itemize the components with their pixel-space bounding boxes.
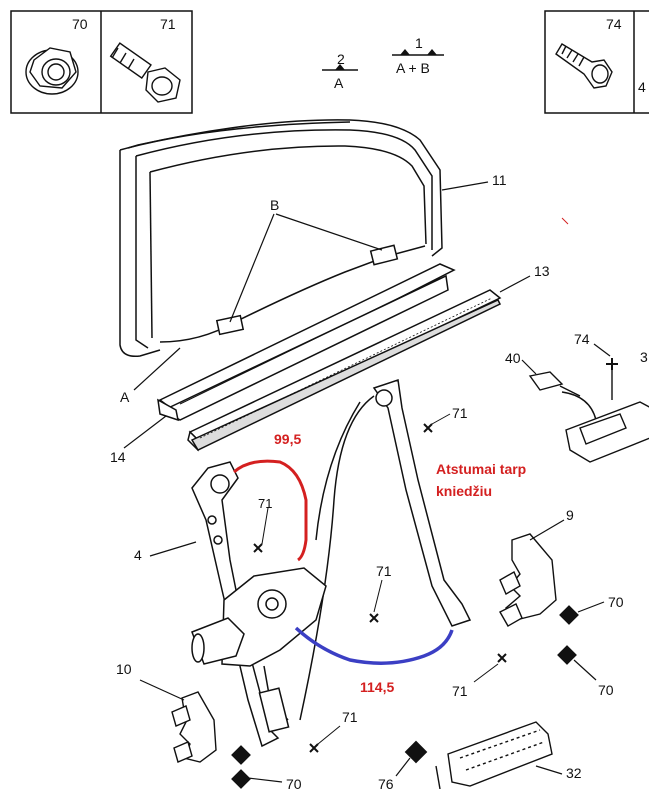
dimension-upper-label: 99,5: [274, 431, 301, 447]
callout-A: A: [120, 389, 130, 405]
callout-70-bottom: 70: [286, 776, 302, 789]
callout-4: 4: [134, 547, 142, 563]
legend-markers: 2 A 1 A + B: [322, 35, 444, 91]
part-number-cutoff-4: 4: [638, 79, 646, 95]
parts-box-group: 70 71 74 4: [10, 10, 649, 114]
red-dimension-curve: [233, 459, 308, 562]
callout-9: 9: [566, 507, 574, 523]
part-76: [404, 740, 428, 764]
stray-red-mark: [561, 217, 569, 225]
part-number-74: 74: [606, 16, 622, 32]
nut-markers-bottom: [231, 745, 251, 789]
callout-10: 10: [116, 661, 132, 677]
callout-40: 40: [505, 350, 521, 366]
door-glass-frame: [119, 119, 443, 358]
callout-71-top: 71: [452, 405, 468, 421]
callout-71-mid: 71: [376, 563, 392, 579]
rivet-icon: [109, 42, 181, 103]
callout-76: 76: [378, 776, 394, 789]
legend-marker-2-number: 2: [337, 51, 345, 67]
screw-icon: [555, 43, 613, 89]
legend-marker-1-number: 1: [415, 35, 423, 51]
sill-strips: [157, 263, 502, 452]
callout-32: 32: [566, 765, 582, 781]
callout-B: B: [270, 197, 279, 213]
nut-markers-right: [557, 605, 579, 665]
note-line-2: kniedžiu: [436, 483, 492, 499]
legend-marker-2-letter: A: [334, 75, 344, 91]
callout-70-right-bottom: 70: [598, 682, 614, 698]
callout-71-right: 71: [452, 683, 468, 699]
callout-71-left: 71: [258, 496, 272, 511]
part-number-70: 70: [72, 16, 88, 32]
part-32-trim: [435, 721, 553, 789]
callout-70-right-top: 70: [608, 594, 624, 610]
rivet-markers: [253, 423, 507, 753]
callout-13: 13: [534, 263, 550, 279]
callout-11: 11: [492, 172, 507, 188]
window-regulator: [191, 379, 472, 748]
dimension-lower-label: 114,5: [360, 679, 394, 695]
bracket-9: [499, 533, 557, 627]
legend-marker-1-letters: A + B: [396, 60, 430, 76]
callout-74-switch: 74: [574, 331, 590, 347]
note-line-1: Atstumai tarp: [436, 461, 526, 477]
switch-assembly: [528, 358, 649, 463]
blue-dimension-curve: [294, 626, 454, 665]
bracket-10: [171, 691, 217, 763]
part-number-71: 71: [160, 16, 176, 32]
callout-14: 14: [110, 449, 126, 465]
callout-3-cutoff: 3: [640, 349, 648, 365]
flange-nut-icon: [25, 47, 79, 95]
callout-71-bottom: 71: [342, 709, 358, 725]
